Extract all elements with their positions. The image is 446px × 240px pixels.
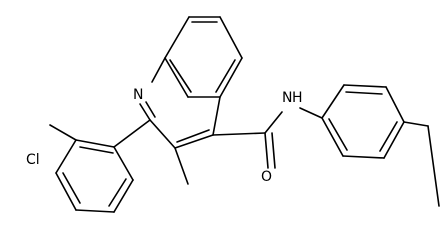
bond (342, 155, 385, 159)
ethyl-group (403, 121, 440, 207)
ring-nitrogen-label: N (133, 87, 143, 103)
ethylphenyl-ring (321, 84, 405, 159)
bond (176, 129, 210, 143)
bond (321, 84, 345, 119)
bond (345, 91, 383, 95)
molecule-structure: N N H O Cl (26, 16, 440, 213)
chlorophenyl-ring (49, 119, 151, 213)
bond (113, 119, 151, 148)
bond (299, 107, 323, 119)
methyl-group (174, 147, 189, 185)
bond (113, 146, 134, 181)
bond (385, 86, 405, 123)
bond (379, 121, 398, 152)
bond (219, 16, 243, 59)
bond (164, 57, 189, 98)
bond (62, 172, 81, 204)
bond (212, 132, 266, 136)
bond (264, 132, 269, 169)
bond (75, 139, 115, 148)
bond (151, 57, 166, 83)
bond (55, 172, 77, 211)
bond (271, 132, 276, 169)
bond (139, 103, 151, 121)
amide-group (212, 107, 323, 169)
bond (427, 125, 440, 207)
bond (321, 117, 344, 157)
bond (383, 121, 405, 159)
bond (343, 84, 387, 88)
bond (79, 146, 114, 154)
amide-nitrogen-label: N (282, 90, 292, 106)
bond (215, 59, 236, 93)
atom-labels: N N H O Cl (26, 87, 303, 185)
benzo-ring (164, 16, 243, 98)
bond (212, 96, 221, 136)
bond (75, 209, 115, 213)
bond (145, 101, 156, 118)
bond (149, 119, 176, 149)
bond (113, 179, 134, 213)
pyridine-ring (139, 57, 221, 149)
bond (169, 59, 192, 93)
bond (219, 57, 243, 98)
bond (55, 139, 77, 174)
bond (174, 134, 214, 149)
bond (108, 178, 127, 207)
carbonyl-oxygen-label: O (261, 169, 272, 185)
chlorine-label: Cl (26, 152, 40, 168)
bond (49, 124, 77, 141)
bond (164, 16, 190, 59)
bond (403, 121, 429, 127)
bond (174, 147, 189, 185)
bond (328, 118, 348, 151)
bond (264, 111, 283, 134)
amide-hydrogen-label: H (292, 90, 303, 106)
